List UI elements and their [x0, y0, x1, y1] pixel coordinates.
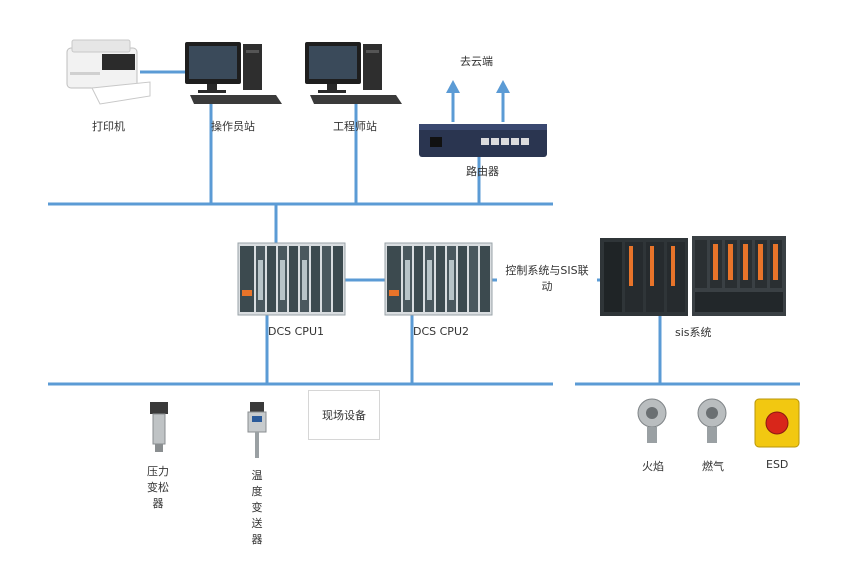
arrow-up-icon: [446, 80, 460, 93]
router-icon: [419, 124, 547, 157]
temperature-transmitter-icon: [247, 402, 267, 458]
gas-detector-icon: [697, 398, 727, 443]
field-devices-box: 现场设备: [308, 390, 380, 440]
printer-icon: [66, 39, 151, 105]
esd-button-icon: [754, 398, 800, 448]
pressure-transmitter-icon: [150, 402, 168, 452]
cloud-label: 去云端: [460, 55, 493, 68]
operator-station-icon: [185, 42, 282, 104]
flame-detector-icon: [637, 398, 667, 443]
printer-label: 打印机: [92, 120, 125, 133]
engineer-station-label: 工程师站: [333, 120, 377, 133]
dcs-cpu1-label: DCS CPU1: [268, 325, 324, 338]
flame-detector-label: 火焰: [642, 460, 664, 473]
dcs-cpu2-label: DCS CPU2: [413, 325, 469, 338]
engineer-station-icon: [305, 42, 402, 104]
dcs-cpu2-rack-icon: [384, 242, 493, 316]
dcs-cpu1-rack-icon: [237, 242, 346, 316]
pressure-transmitter-label: 压力 变松 器: [147, 465, 169, 510]
arrow-up-icon: [496, 80, 510, 93]
sis-link-label: 控制系统与SIS联 动: [497, 263, 597, 295]
sis-system-label: sis系统: [675, 326, 712, 339]
gas-detector-label: 燃气: [702, 460, 724, 473]
sis-system-icon: [600, 236, 786, 316]
arrow-heads: [446, 80, 510, 93]
esd-label: ESD: [766, 458, 789, 471]
router-label: 路由器: [466, 165, 499, 178]
operator-station-label: 操作员站: [211, 120, 255, 133]
temperature-transmitter-label: 温 度 变 送 器: [251, 469, 263, 546]
